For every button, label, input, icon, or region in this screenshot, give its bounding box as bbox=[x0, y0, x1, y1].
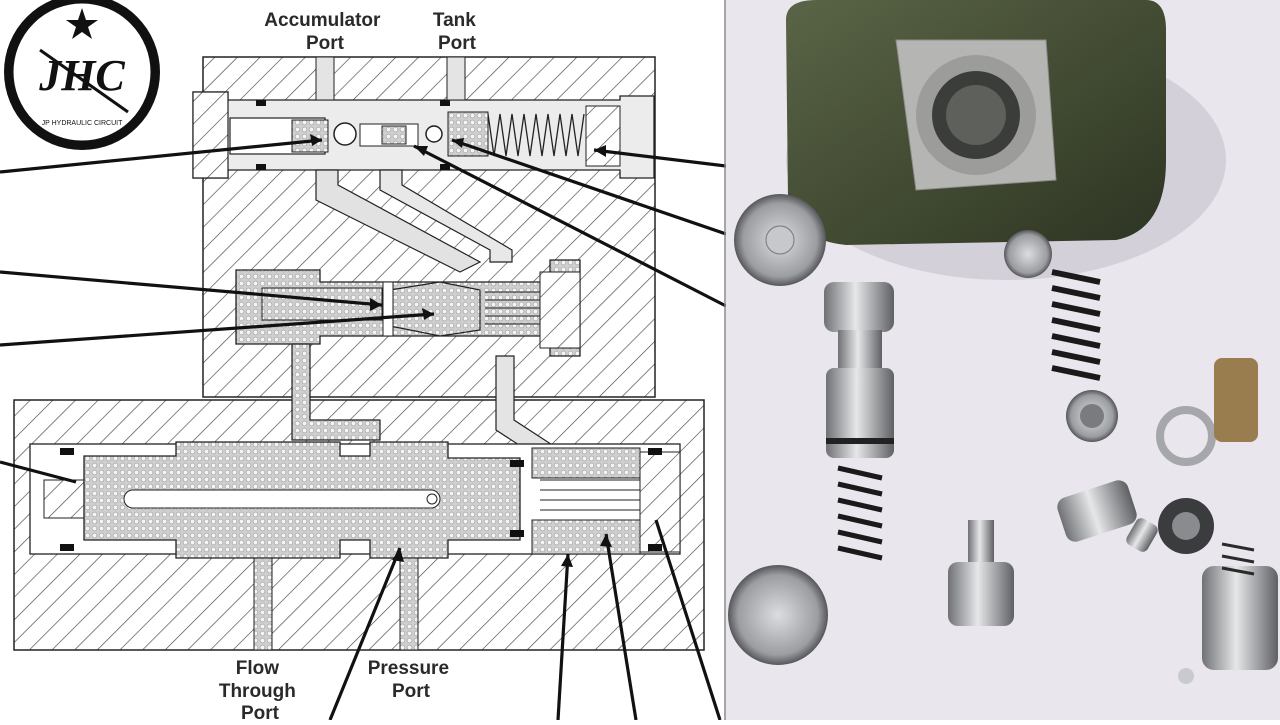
middle-cartridge bbox=[235, 259, 581, 357]
spring-top bbox=[487, 113, 585, 157]
spring bbox=[1051, 269, 1101, 381]
spool bbox=[824, 282, 894, 561]
end-cap bbox=[728, 565, 828, 665]
tank-passage bbox=[446, 56, 466, 101]
lower-spool bbox=[29, 441, 681, 559]
tank-port-label: Tank Port bbox=[433, 10, 481, 54]
leader-lines bbox=[0, 138, 727, 721]
valve-body bbox=[786, 0, 1166, 245]
accumulator-passage bbox=[315, 56, 335, 101]
jhc-logo: JHC JP HYDRAULIC CIRCUIT bbox=[4, 0, 160, 150]
top-cartridge bbox=[192, 91, 655, 179]
logo-subtext: JP HYDRAULIC CIRCUIT bbox=[42, 120, 123, 127]
valve-parts-photo bbox=[726, 0, 1280, 720]
cross-section-diagram: Accumulator Port Tank Port Flow Through … bbox=[0, 0, 727, 724]
pressure-passage bbox=[399, 557, 419, 651]
accumulator-port-label: Accumulator Port bbox=[264, 10, 385, 54]
check-ball-large bbox=[333, 122, 357, 146]
check-ball-small bbox=[425, 125, 443, 143]
flow-through-passage bbox=[253, 557, 273, 651]
flow-through-port-label: Flow Through Port bbox=[219, 658, 301, 720]
star-icon bbox=[66, 8, 98, 39]
pressure-port-label: Pressure Port bbox=[368, 658, 455, 702]
